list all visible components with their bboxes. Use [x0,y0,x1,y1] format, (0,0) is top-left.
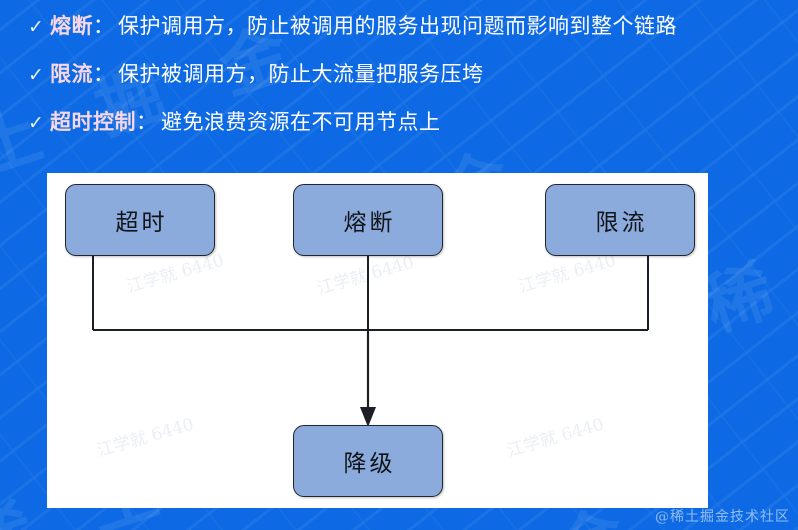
bullet-term: 超时控制 [50,110,136,134]
node-degrade[interactable]: 降级 [293,425,443,497]
bullet-description: 保护被调用方，防止大流量把服务压垮 [118,62,484,86]
bullet-colon: ： [93,62,114,86]
node-label: 熔断 [343,210,396,236]
bullet-colon: ： [136,110,157,134]
node-rate-limiter[interactable]: 限流 [545,184,695,256]
bullet-list: ✓ 熔断 ： 保护调用方，防止被调用的服务出现问题而影响到整个链路 ✓ 限流 ：… [28,10,788,154]
bullet-item-rate-limit: ✓ 限流 ： 保护被调用方，防止大流量把服务压垮 [28,58,788,106]
node-timeout[interactable]: 超时 [65,184,215,256]
panel-watermark: 江学就 6440 [504,414,607,462]
corner-watermark: @稀土掘金技术社区 [655,509,790,525]
bullet-description: 保护调用方，防止被调用的服务出现问题而影响到整个链路 [118,14,677,38]
panel-watermark: 江学就 6440 [94,414,197,462]
check-icon: ✓ [28,16,44,38]
bullet-term: 熔断 [50,14,93,38]
node-label: 超时 [115,210,168,236]
bullet-colon: ： [93,14,114,38]
bullet-description: 避免浪费资源在不可用节点上 [161,110,441,134]
node-label: 降级 [343,451,396,477]
check-icon: ✓ [28,112,44,134]
bullet-item-circuit-breaker: ✓ 熔断 ： 保护调用方，防止被调用的服务出现问题而影响到整个链路 [28,10,788,58]
node-circuit-breaker[interactable]: 熔断 [293,184,443,256]
node-label: 限流 [595,210,648,236]
bullet-term: 限流 [50,62,93,86]
diagram-panel: 江学就 6440 江学就 6440 江学就 6440 江学就 6440 江学就 … [47,173,708,508]
arrowhead-icon [360,407,376,427]
bullet-item-timeout-control: ✓ 超时控制 ： 避免浪费资源在不可用节点上 [28,106,788,154]
check-icon: ✓ [28,64,44,86]
